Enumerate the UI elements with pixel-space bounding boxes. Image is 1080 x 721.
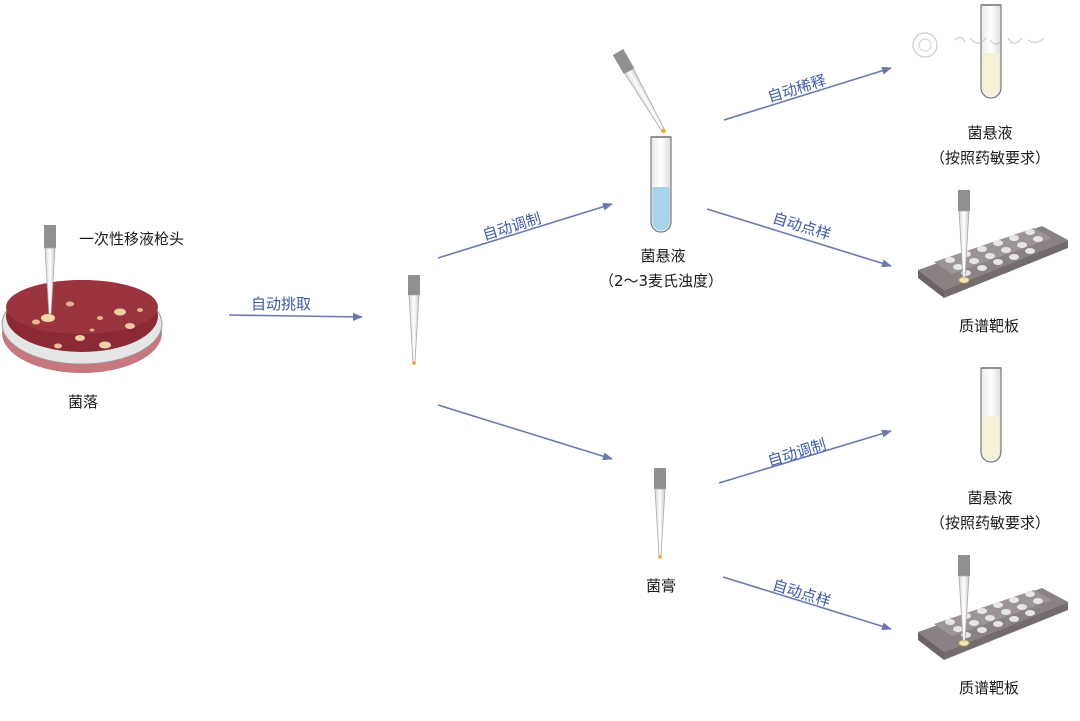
target-top-label: 质谱靶板	[958, 317, 1020, 335]
tip-label: 一次性移液枪头	[79, 230, 185, 248]
arrow-prepare2	[718, 429, 892, 484]
watermark-logo	[912, 32, 1045, 58]
suspension-bottom-label: 菌悬液	[967, 489, 1013, 507]
pipette-tip-icon	[958, 555, 970, 642]
suspension-top-sublabel: （按照药敏要求）	[929, 149, 1051, 167]
pipette-tip-icon	[408, 275, 420, 365]
arrow-spot2	[722, 576, 892, 631]
pipette-tip-icon	[654, 468, 666, 559]
petri-dish-icon	[1, 280, 163, 373]
suspension-top-label: 菌悬液	[967, 124, 1013, 142]
target-bottom-label: 质谱靶板	[958, 679, 1020, 697]
arrow-prepare1	[437, 202, 613, 259]
target-plate-icon	[918, 588, 1068, 660]
test-tube-icon	[650, 136, 672, 233]
arrow-spot1	[706, 208, 892, 268]
target-plate-icon	[918, 226, 1068, 298]
suspension-bottom-sublabel: （按照药敏要求）	[929, 514, 1051, 532]
pipette-tip-icon	[958, 190, 970, 279]
suspension-main-sublabel: （2～3麦氏浊度）	[598, 272, 724, 290]
arrow-label-pick: 自动挑取	[251, 295, 312, 313]
pipette-tip-icon	[612, 49, 666, 134]
colony-label: 菌落	[67, 393, 99, 411]
test-tube-icon	[980, 4, 1002, 99]
test-tube-icon	[980, 367, 1002, 463]
arrow-pick	[228, 312, 363, 321]
suspension-main-label: 菌悬液	[640, 247, 686, 265]
arrow-dilute	[723, 66, 892, 121]
paste-label: 菌膏	[645, 577, 677, 595]
pipette-tip-icon	[44, 225, 56, 315]
arrow-to-paste	[437, 404, 613, 461]
